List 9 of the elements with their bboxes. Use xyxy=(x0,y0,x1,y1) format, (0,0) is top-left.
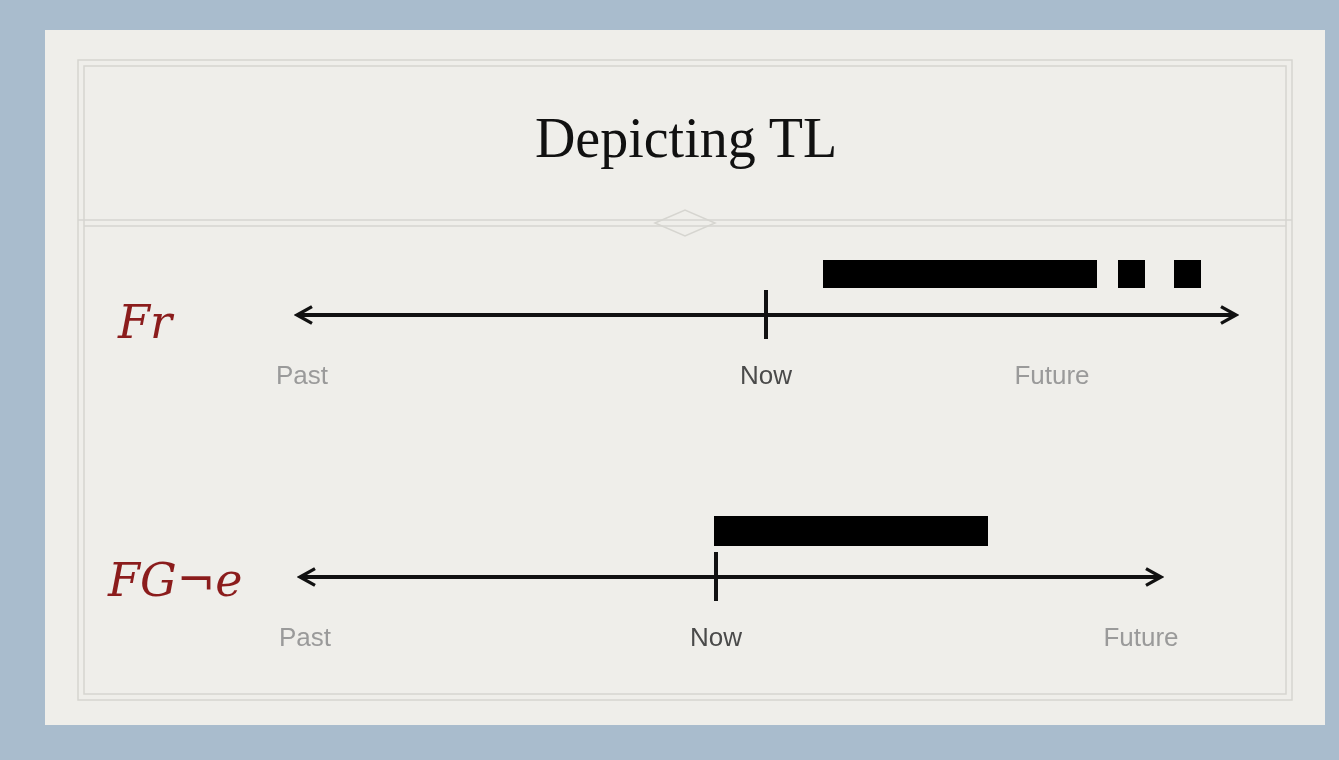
axis-label: Past xyxy=(279,621,331,653)
formula-label: Fr xyxy=(118,295,172,349)
axis-label: Future xyxy=(1014,359,1090,391)
formula-label: FG¬e xyxy=(108,553,243,607)
axis-label: Now xyxy=(690,621,742,653)
axis-label: Now xyxy=(740,359,792,391)
axis-label: Past xyxy=(276,359,328,391)
title: Depicting TL xyxy=(534,106,838,170)
axis-label: Future xyxy=(1103,621,1179,653)
